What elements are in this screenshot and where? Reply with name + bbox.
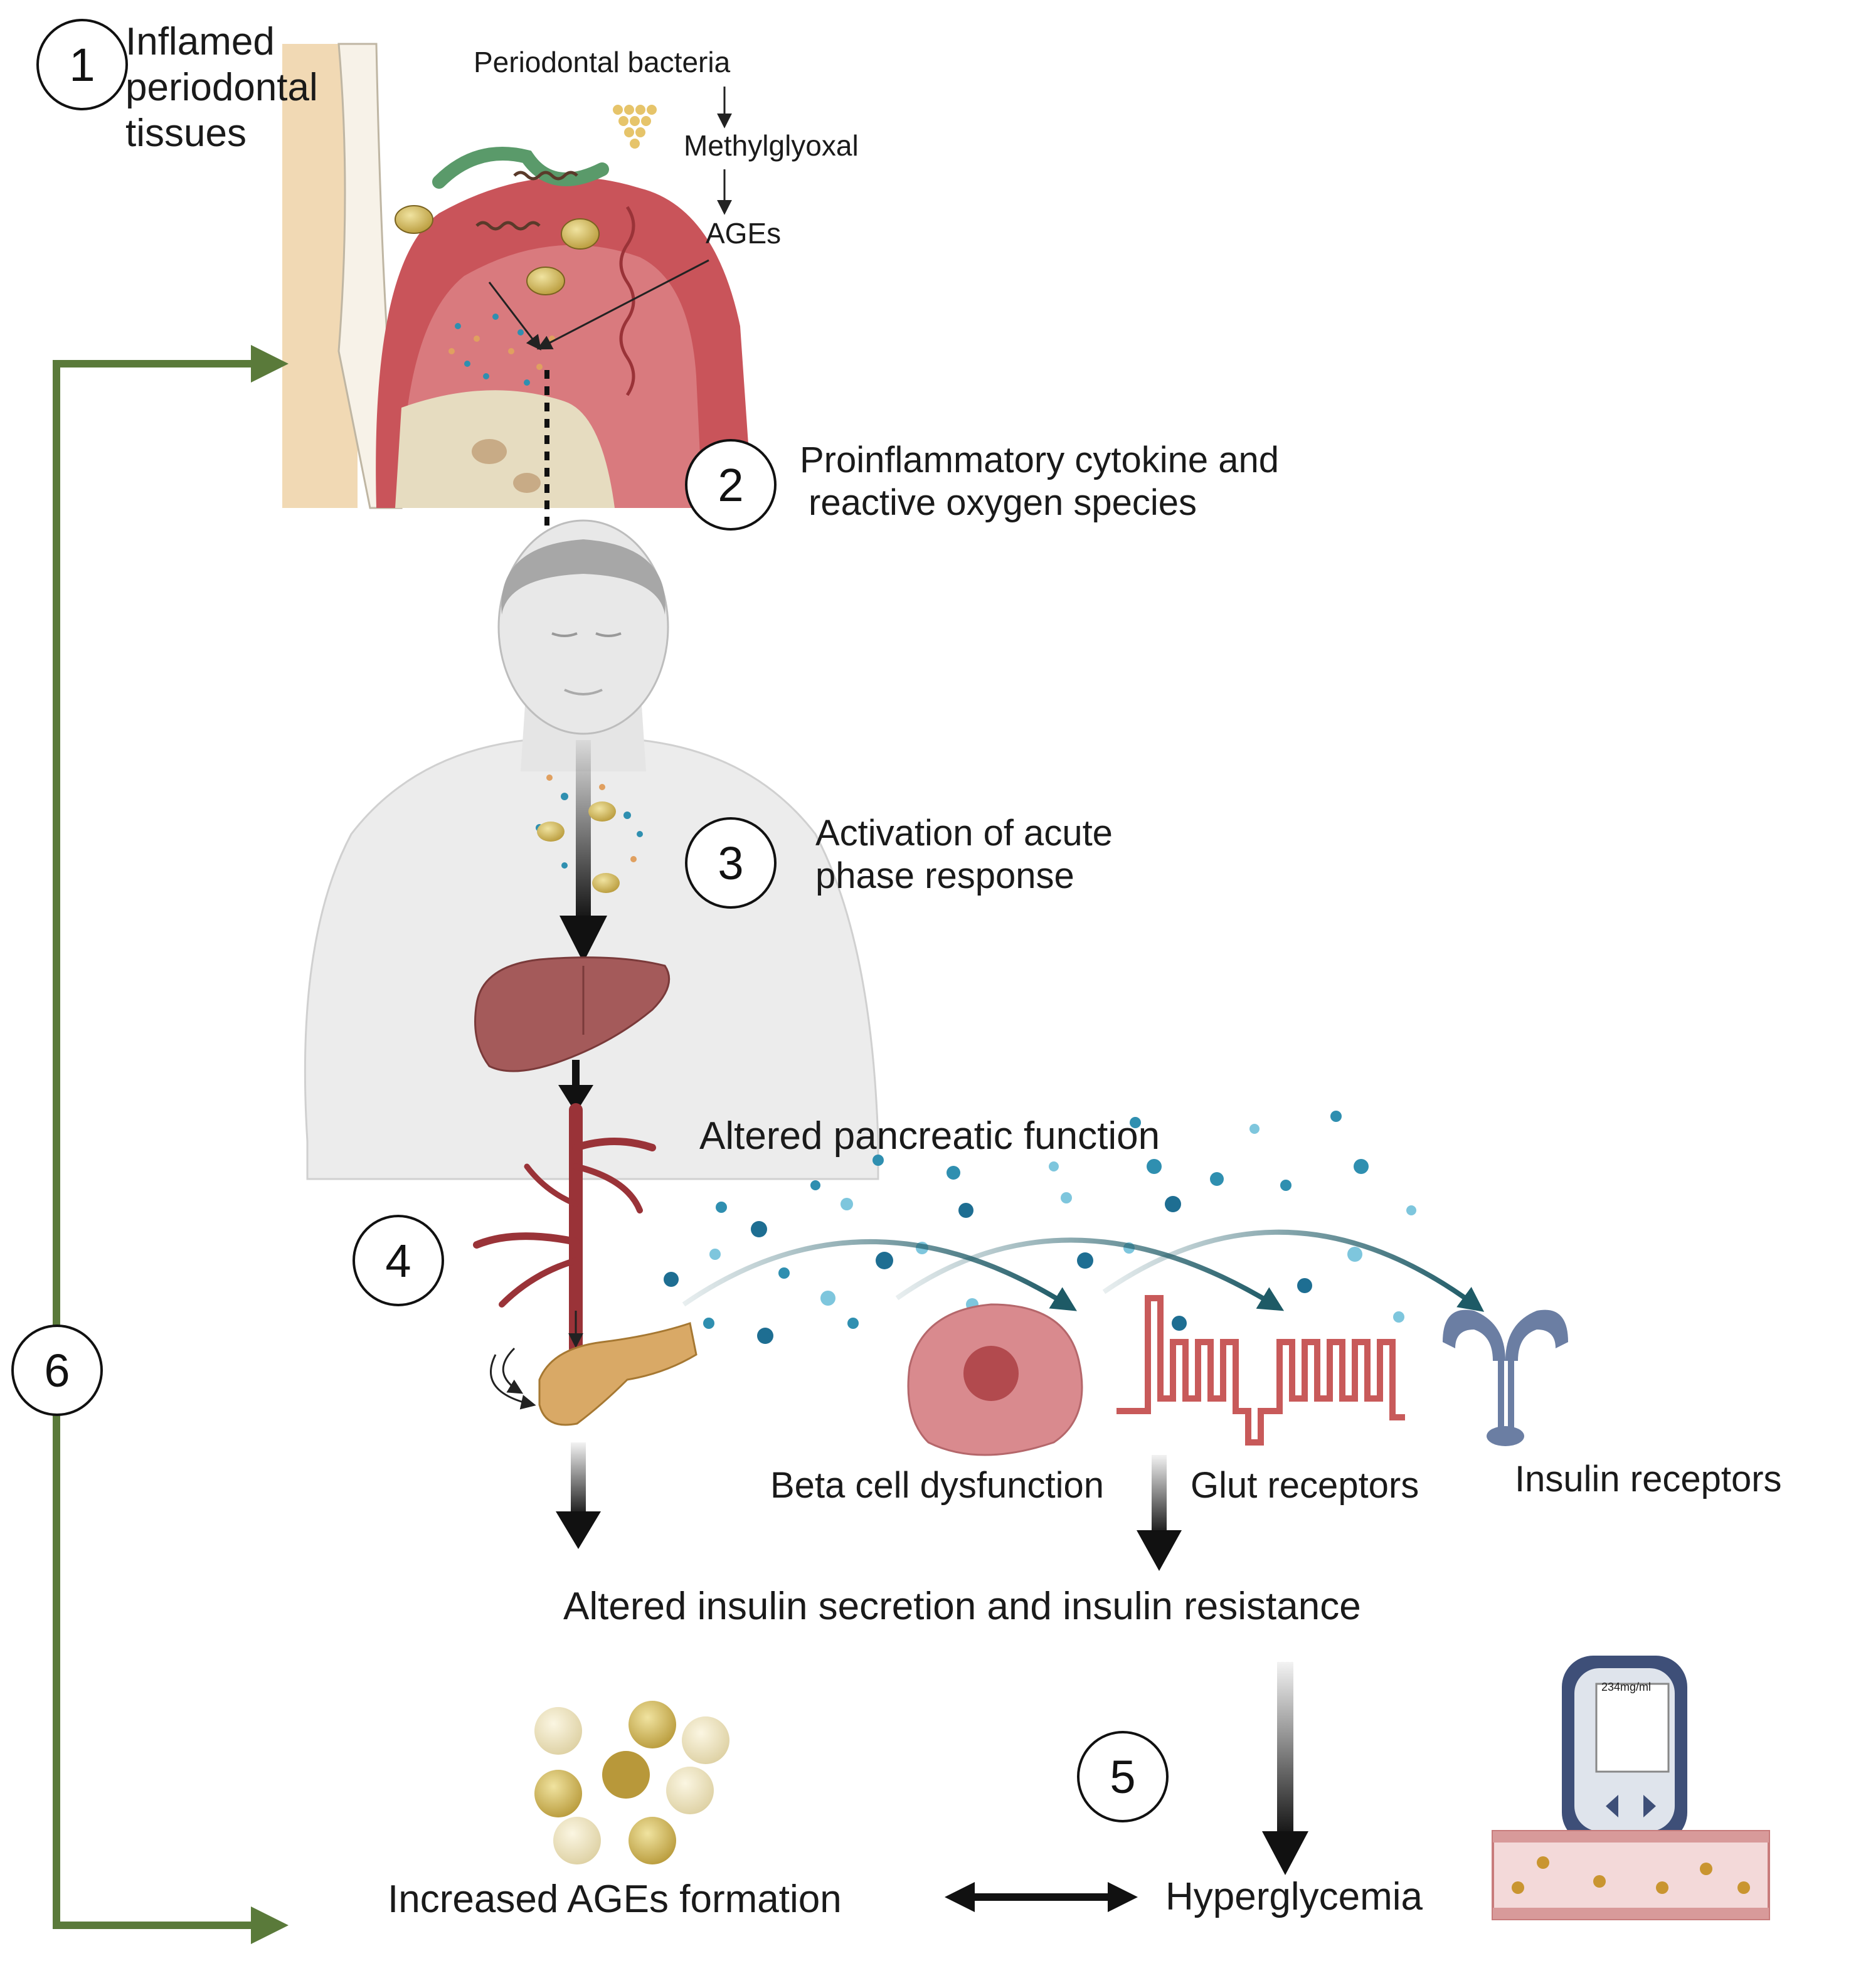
pancreas-icon: [538, 1322, 697, 1426]
label-acute-line2: phase response: [815, 855, 1074, 897]
liver-to-vessel-arrowhead: [558, 1085, 593, 1113]
neck-to-liver-shaft: [576, 740, 591, 922]
neck-to-liver-arrowhead: [560, 916, 607, 963]
label-insulin-receptors: Insulin receptors: [1515, 1459, 1782, 1499]
label-pancreatic-function: Altered pancreatic function: [699, 1114, 1160, 1158]
step-5-badge: 5: [1077, 1731, 1169, 1822]
periodontal-tissue-illustration: [282, 43, 803, 509]
label-methylglyoxal: Methylglyoxal: [684, 129, 859, 162]
insulin-to-beta-arrow: [682, 1239, 1077, 1311]
feedback-to-ages-arrowhead: [251, 1906, 289, 1944]
glut-receptor-icon: [1116, 1295, 1405, 1446]
label-glut-receptors: Glut receptors: [1191, 1465, 1419, 1506]
label-hyperglycemia: Hyperglycemia: [1165, 1875, 1423, 1918]
label-inflamed-line1: Inflamed: [125, 20, 275, 63]
label-acute-phase: Activation of acute phase response: [815, 812, 1113, 898]
label-beta-cell: Beta cell dysfunction: [770, 1465, 1104, 1506]
label-acute-line1: Activation of acute: [815, 813, 1113, 854]
ages-pellets-icon: [534, 1701, 729, 1864]
label-ages: AGEs: [706, 217, 782, 250]
label-ages-formation: Increased AGEs formation: [388, 1878, 842, 1921]
label-cytokine-line2: reactive oxygen species: [809, 482, 1197, 524]
label-cytokine-line1: Proinflammatory cytokine and: [800, 440, 1279, 480]
step-1-badge: 1: [36, 19, 128, 110]
step-3-badge: 3: [685, 817, 777, 909]
beta-cell-nucleus: [963, 1346, 1019, 1401]
label-insulin-secretion: Altered insulin secretion and insulin re…: [563, 1585, 1361, 1628]
insulin-to-glut-arrow: [895, 1237, 1285, 1311]
label-cytokine: Proinflammatory cytokine and reactive ox…: [800, 439, 1279, 525]
feedback-to-tissue-arrowhead: [251, 345, 289, 383]
human-body-silhouette: [304, 519, 879, 1180]
feedback-loop-arrow: [53, 360, 251, 1929]
meter-reading: 234mg/ml: [1601, 1681, 1652, 1693]
secretion-to-hyperglycemia-arrowhead: [1262, 1831, 1308, 1875]
hair: [501, 539, 666, 615]
blood-vessel-tree: [473, 1103, 656, 1355]
label-inflamed-line3: tissues: [125, 112, 247, 156]
step-6-badge: 6: [11, 1324, 103, 1416]
acute-phase-particles: [536, 775, 643, 893]
label-periodontal-bacteria: Periodontal bacteria: [474, 46, 731, 78]
step-4-badge: 4: [353, 1215, 444, 1306]
liver-icon: [474, 956, 671, 1072]
label-inflamed-tissues: Inflamed periodontal tissues: [125, 19, 318, 156]
receptors-to-secretion-arrowhead: [1137, 1530, 1182, 1571]
bacteria-cluster-icon: [613, 105, 657, 149]
step-2-badge: 2: [685, 439, 777, 531]
insulin-to-receptor-arrow: [1102, 1229, 1485, 1312]
pancreas-to-secretion-arrowhead: [556, 1511, 601, 1549]
blood-vessel-strip-icon: [1492, 1830, 1770, 1920]
label-inflamed-line2: periodontal: [125, 66, 318, 110]
insulin-receptor-icon: [1443, 1309, 1568, 1446]
bacterial-biofilm: [432, 147, 609, 189]
